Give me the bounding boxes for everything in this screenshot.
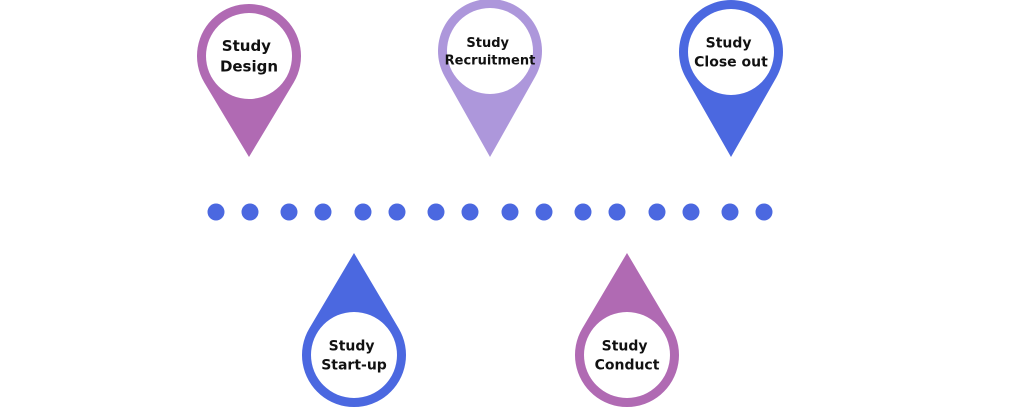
- timeline-dot: [280, 203, 298, 221]
- pin-label-line2: Design: [220, 57, 278, 75]
- pin-label-line1: Study: [602, 338, 648, 354]
- timeline-dot: [608, 203, 626, 221]
- timeline-dot: [427, 203, 445, 221]
- timeline-dot: [207, 203, 225, 221]
- pin-study-conduct: Study Conduct: [575, 253, 680, 408]
- pin-label: Study Recruitment: [445, 36, 536, 69]
- pin-study-recruitment: Study Recruitment: [438, 0, 542, 157]
- timeline-dot: [682, 203, 700, 221]
- pin-label-line2: Start-up: [321, 357, 387, 373]
- pin-label-line2: Conduct: [595, 357, 660, 373]
- pin-label-line1: Study: [222, 37, 271, 55]
- pin-label: Study Design: [220, 37, 278, 75]
- pin-inner-circle: [447, 8, 533, 94]
- timeline-dots: [207, 203, 773, 221]
- pin-inner-circle: [584, 312, 670, 398]
- timeline-dot: [721, 203, 739, 221]
- pin-inner-circle: [688, 9, 774, 95]
- pin-label-line1: Study: [466, 36, 509, 51]
- pin-inner-circle: [311, 312, 397, 398]
- timeline-dot: [461, 203, 479, 221]
- pin-label: Study Conduct: [595, 338, 660, 373]
- pin-inner-circle: [206, 13, 292, 99]
- pin-label: Study Start-up: [321, 338, 387, 373]
- pin-label: Study Close out: [694, 35, 768, 70]
- pin-label-line1: Study: [706, 35, 752, 51]
- timeline-dot: [241, 203, 259, 221]
- timeline-dot: [501, 203, 519, 221]
- pin-label-line2: Close out: [694, 54, 768, 70]
- timeline-dot: [354, 203, 372, 221]
- timeline-dot: [574, 203, 592, 221]
- pin-label-line2: Recruitment: [445, 53, 536, 68]
- timeline-dot: [314, 203, 332, 221]
- timeline-dot: [755, 203, 773, 221]
- pin-label-line1: Study: [329, 338, 375, 354]
- pin-study-close-out: Study Close out: [679, 0, 783, 157]
- pin-study-design: Study Design: [196, 3, 301, 158]
- timeline-dot: [648, 203, 666, 221]
- pin-study-start-up: Study Start-up: [301, 253, 406, 408]
- timeline-dot: [535, 203, 553, 221]
- timeline-dot: [388, 203, 406, 221]
